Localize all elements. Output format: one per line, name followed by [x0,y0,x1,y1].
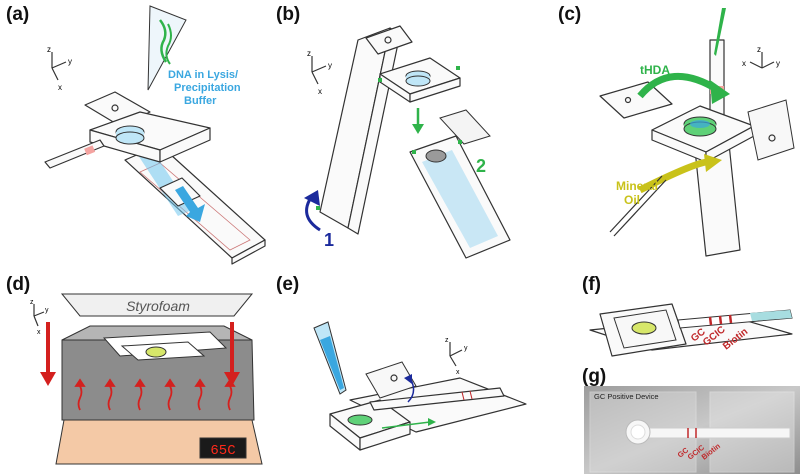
panel-e-label: (e) [276,274,300,295]
test-lines [708,314,733,326]
panel-g: (g) GC Positive Device GC GCIC Biotin [560,364,800,474]
panel-c-drawing: z x y tHDA Mineral Oil [599,8,795,257]
svg-text:65C: 65C [210,443,235,459]
heat-arrows [74,378,236,411]
svg-text:y: y [776,59,780,68]
panel-b-label: (b) [276,4,301,25]
svg-text:z: z [445,337,449,344]
axes-icon-e: z y x [445,337,468,376]
svg-text:Styrofoam: Styrofoam [126,298,190,314]
panel-d-drawing: z y x Styrofoam 65C [30,293,263,465]
press-arrow-icon [40,372,56,386]
panel-a-drawing: z y x DNA in Lysis/ Precipitation [44,5,266,265]
svg-text:Oil: Oil [624,193,640,207]
svg-text:x: x [37,329,41,336]
panel-a-label: (a) [6,4,30,25]
panel-f-drawing: GC GCIC Biotin [589,303,793,357]
down-arrow-icon [412,124,424,134]
svg-text:1: 1 [324,230,334,250]
svg-text:GC Positive Device: GC Positive Device [594,392,659,401]
panel-b: (b) z y x [270,0,540,260]
svg-text:x: x [318,87,322,96]
svg-text:z: z [47,45,51,54]
svg-text:y: y [68,57,72,66]
panel-c: (c) z x y tHDA [540,0,800,260]
down-arrow-icon [175,186,205,222]
curved-arrow-icon [637,73,720,99]
panel-d: (d) z y x Styrofoam [0,270,270,474]
svg-text:x: x [58,83,62,92]
axes-icon-b: z y x [307,49,332,96]
svg-text:z: z [30,299,34,306]
axes-icon-a: z y x [47,45,72,92]
svg-text:y: y [464,345,468,352]
panel-f: (f) GC GCIC Biotin [560,270,800,364]
svg-text:x: x [456,369,460,376]
axes-icon-c: z x y [742,45,780,69]
panel-a: (a) z y x DNA [0,0,270,265]
svg-text:Buffer: Buffer [184,95,217,107]
svg-text:z: z [757,45,761,54]
press-arrow-icon [224,372,240,386]
svg-text:y: y [45,307,49,314]
flow-arrow-icon [428,418,436,426]
axes-icon-d: z y x [30,299,49,336]
svg-text:Mineral: Mineral [616,179,658,193]
pipette-tip-icon [714,8,726,56]
svg-text:DNA in Lysis/: DNA in Lysis/ [168,69,238,81]
panel-e: (e) z y x [270,270,560,474]
svg-text:Precipitation: Precipitation [174,82,241,94]
svg-text:z: z [307,49,311,58]
panel-g-photo: GC Positive Device GC GCIC Biotin [584,386,800,474]
styrofoam-lid [60,293,254,317]
svg-text:y: y [328,61,332,70]
temperature-display [199,437,247,459]
svg-text:x: x [742,59,746,68]
panel-b-drawing: z y x 1 2 [304,25,511,259]
panel-g-label: (g) [582,366,607,387]
panel-d-label: (d) [6,274,31,295]
svg-text:2: 2 [476,156,486,176]
panel-c-label: (c) [558,4,582,25]
svg-text:tHDA: tHDA [640,63,670,77]
panel-e-drawing: z y x [313,321,527,451]
panel-f-label: (f) [582,274,601,295]
